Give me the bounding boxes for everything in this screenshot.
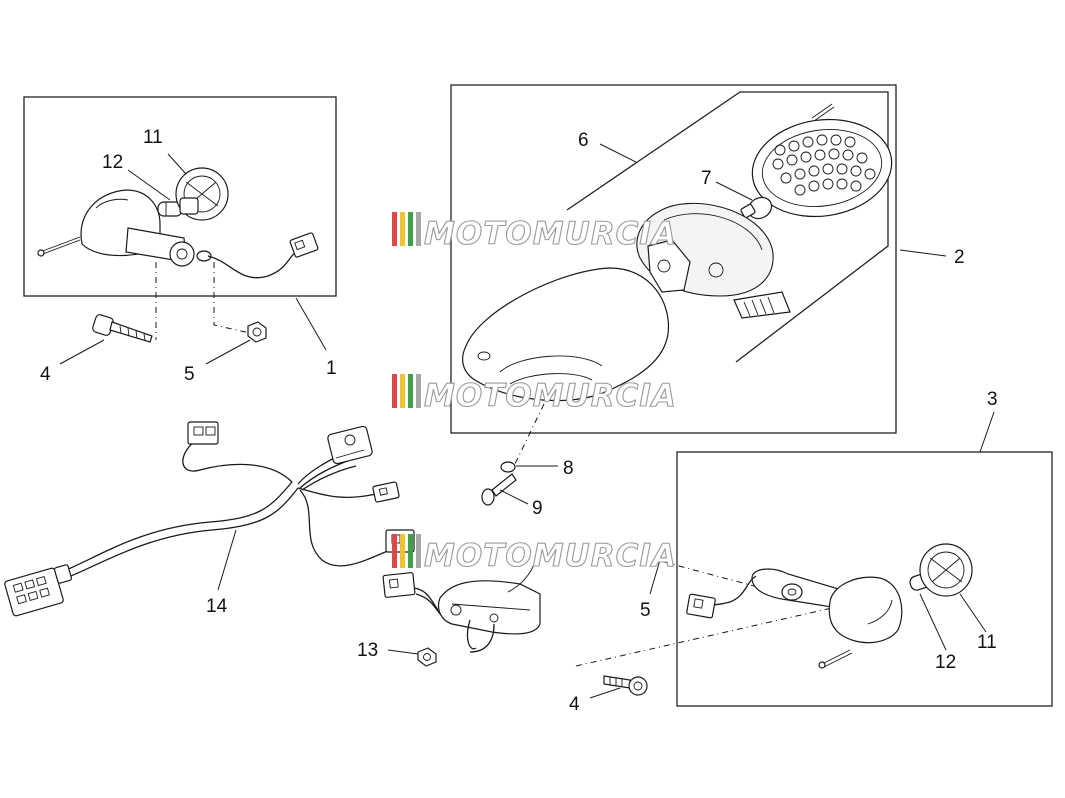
bolt-4-left xyxy=(92,314,153,343)
washer-8 xyxy=(500,461,516,473)
callout-12-right: 12 xyxy=(935,652,956,673)
mounting-screw-group: 8 9 xyxy=(481,458,574,519)
watermark-text: MOTOMURCIA xyxy=(424,216,677,252)
watermark-text: MOTOMURCIA xyxy=(424,378,677,414)
watermark-stripe-green xyxy=(408,534,413,568)
callout-2: 2 xyxy=(954,247,965,268)
lens-screw xyxy=(37,236,81,257)
assembly-line-tail xyxy=(513,403,545,467)
leader-13 xyxy=(387,649,419,655)
leader-6 xyxy=(599,143,637,163)
leader-12-left xyxy=(127,169,171,201)
leader-14 xyxy=(217,529,237,591)
left-indicator-frame xyxy=(23,96,337,297)
callout-9: 9 xyxy=(532,498,543,519)
callout-11-left: 11 xyxy=(143,127,163,148)
tail-light-group: 6 7 2 xyxy=(450,84,965,467)
watermark-stripe-green xyxy=(408,374,413,408)
callout-1: 1 xyxy=(326,358,337,379)
leader-7 xyxy=(715,181,753,201)
leader-4-left xyxy=(59,339,105,365)
indicator-connector-right xyxy=(686,593,716,619)
bulb-left xyxy=(157,201,183,217)
nut-13 xyxy=(417,647,437,667)
callout-5-right: 5 xyxy=(640,600,651,621)
plate-light-connector xyxy=(382,572,416,598)
indicator-shell-right xyxy=(828,576,903,644)
watermark-stripe-yellow xyxy=(400,534,405,568)
watermark-stripe-green xyxy=(408,212,413,246)
bulb-holder-right xyxy=(919,543,973,597)
harness-connector-right xyxy=(372,481,400,503)
leader-plate-light xyxy=(507,559,537,593)
watermark-text: MOTOMURCIA xyxy=(424,538,677,574)
left-turn-indicator-group: 11 12 4 5 1 xyxy=(23,96,337,385)
callout-12-left: 12 xyxy=(102,152,123,173)
callout-11-right: 11 xyxy=(977,632,997,653)
tail-cowl xyxy=(462,267,670,402)
harness-connector-top xyxy=(327,425,373,465)
license-plate-light-group: 13 xyxy=(357,559,541,667)
lens-screw-top xyxy=(811,103,835,122)
assembly-line-left-b xyxy=(213,262,251,334)
reflector-housing xyxy=(636,202,774,297)
wiring-harness-group: 14 xyxy=(4,421,415,617)
watermark-stripe-red xyxy=(392,212,397,246)
leader-5-right xyxy=(649,559,661,595)
right-turn-indicator-group: 3 5 4 12 11 xyxy=(569,389,1053,715)
indicator-stem-right xyxy=(751,568,843,609)
leader-4-right xyxy=(589,687,621,699)
tail-lens xyxy=(751,118,893,218)
lamp-subassembly-outline xyxy=(566,91,889,363)
plate-light-body xyxy=(437,580,541,635)
nut-5-left xyxy=(247,321,267,343)
callout-5-left: 5 xyxy=(184,364,195,385)
watermark-top: MOTOMURCIA xyxy=(392,212,677,253)
watermark-stripe-gray xyxy=(416,374,421,408)
right-indicator-frame xyxy=(676,451,1053,707)
leader-12-right xyxy=(919,593,947,651)
reflector-strip xyxy=(733,291,791,319)
leader-1 xyxy=(295,297,327,351)
leader-9 xyxy=(499,489,529,505)
watermark-stripe-gray xyxy=(416,534,421,568)
watermark-stripe-red xyxy=(392,534,397,568)
assembly-line-right-a xyxy=(663,561,785,595)
leader-2 xyxy=(899,249,947,257)
harness-connector-top-left xyxy=(187,421,219,445)
watermark-stripe-gray xyxy=(416,212,421,246)
callout-3: 3 xyxy=(987,389,998,410)
leader-11-right xyxy=(959,593,987,633)
bolt-4-right xyxy=(603,675,648,696)
leader-3 xyxy=(979,411,995,453)
callout-4-left: 4 xyxy=(40,364,51,385)
lens-screw-right xyxy=(818,649,853,669)
watermark-stripe-yellow xyxy=(400,212,405,246)
plate-light-studs xyxy=(466,619,495,653)
watermark-stripe-red xyxy=(392,374,397,408)
callout-8: 8 xyxy=(563,458,574,479)
watermark-bottom: MOTOMURCIA xyxy=(392,534,677,575)
callout-13: 13 xyxy=(357,640,378,661)
callout-14: 14 xyxy=(206,596,228,617)
callout-6: 6 xyxy=(578,130,589,151)
callout-4-right: 4 xyxy=(569,694,580,715)
tail-light-frame xyxy=(450,84,897,434)
leader-5-left xyxy=(205,339,251,365)
indicator-stem-left xyxy=(125,227,212,267)
watermark-middle: MOTOMURCIA xyxy=(392,374,677,415)
bulb-holder-left xyxy=(175,167,229,221)
bulb-7 xyxy=(740,196,773,220)
watermark-stripe-yellow xyxy=(400,374,405,408)
indicator-wire-left xyxy=(207,232,319,279)
callout-7: 7 xyxy=(701,168,712,189)
harness-main-connector xyxy=(4,564,73,617)
screw-9 xyxy=(481,473,517,506)
leader-11-left xyxy=(167,153,187,175)
